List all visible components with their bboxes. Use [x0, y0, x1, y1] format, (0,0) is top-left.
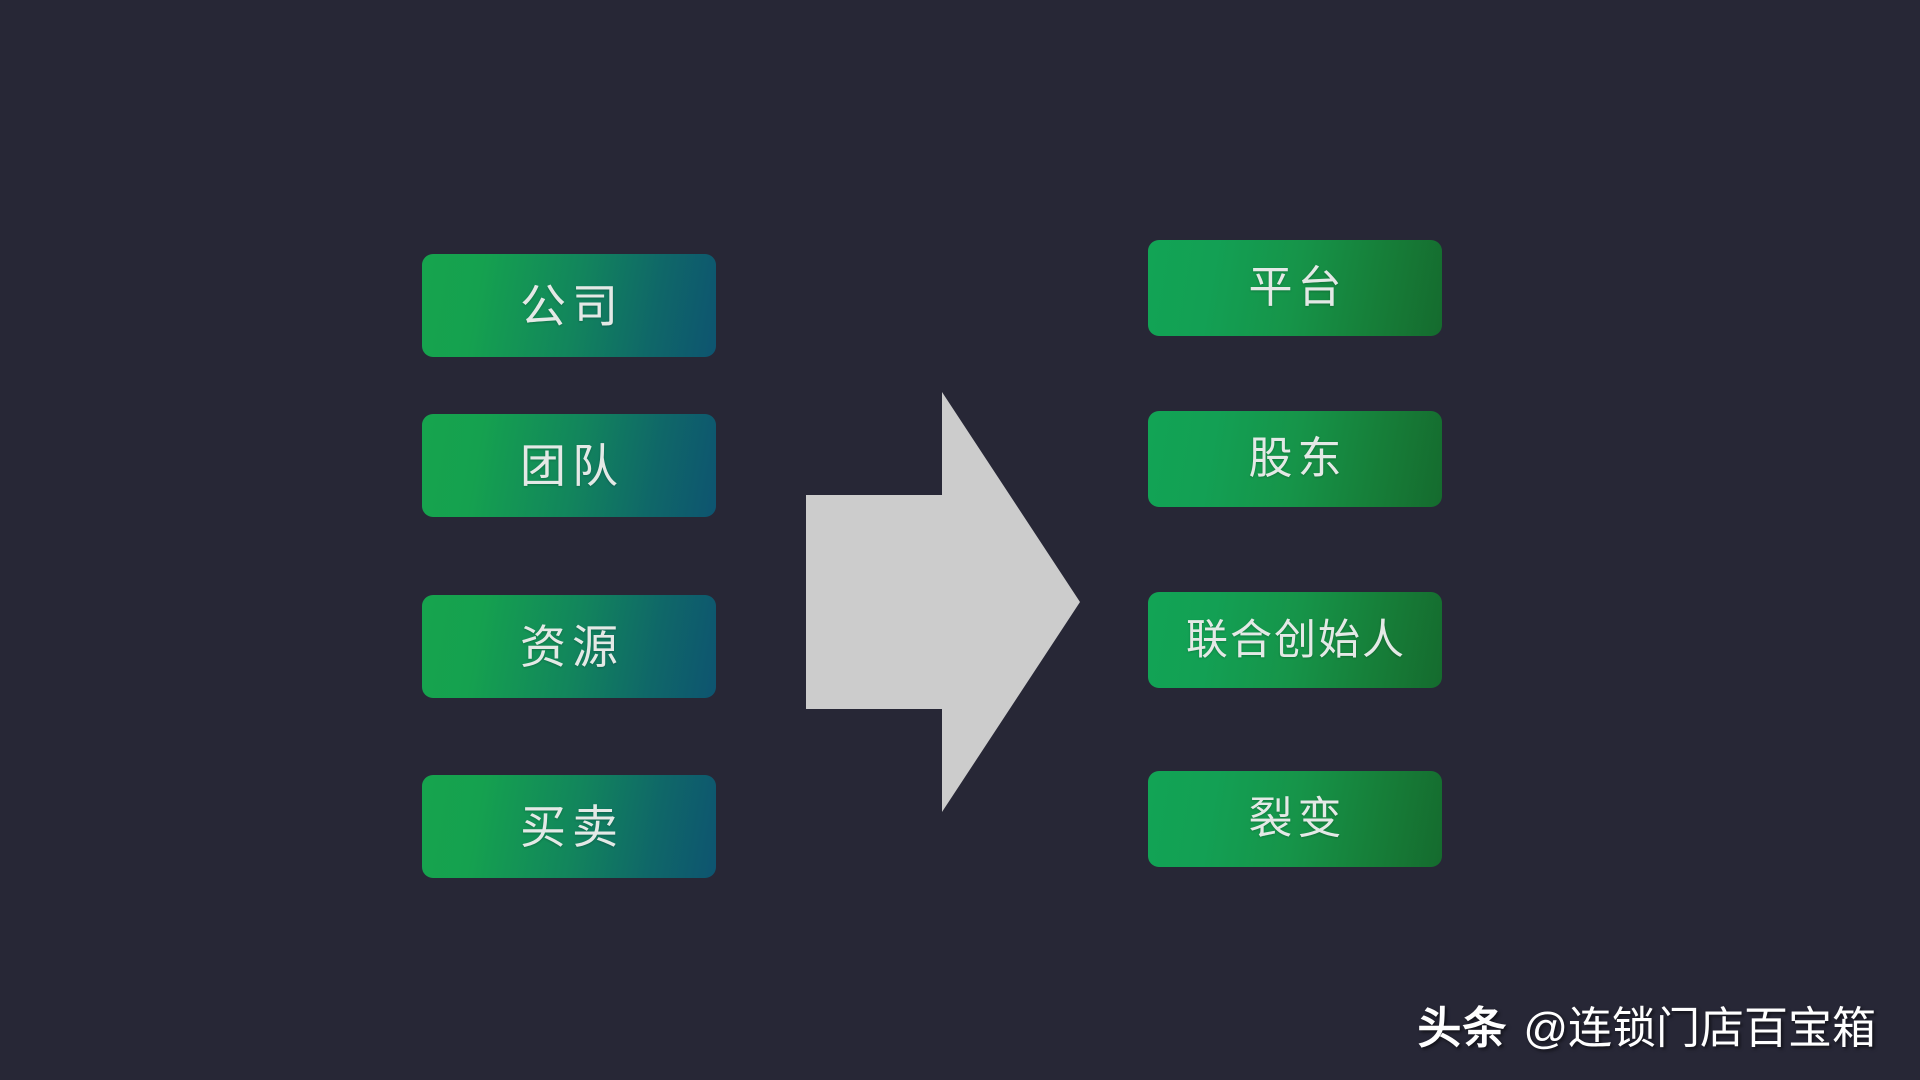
watermark-handle: @连锁门店百宝箱 [1523, 1004, 1876, 1053]
left-item-1[interactable]: 团队 [422, 414, 716, 517]
right-item-3[interactable]: 裂变 [1148, 771, 1442, 867]
right-item-2[interactable]: 联合创始人 [1148, 592, 1442, 688]
watermark-brand: 头条 [1417, 1004, 1508, 1053]
left-item-3[interactable]: 买卖 [422, 775, 716, 878]
right-item-1[interactable]: 股东 [1148, 411, 1442, 507]
right-item-2-label: 联合创始人 [1185, 616, 1406, 663]
left-item-2[interactable]: 资源 [422, 595, 716, 698]
left-item-0[interactable]: 公司 [422, 254, 716, 357]
left-item-2-label: 资源 [520, 620, 624, 673]
watermark: 头条 @连锁门店百宝箱 [1417, 992, 1876, 1056]
right-item-0-label: 平台 [1248, 263, 1347, 312]
right-item-0[interactable]: 平台 [1148, 240, 1442, 336]
right-item-3-label: 裂变 [1248, 794, 1347, 843]
right-arrow-icon [806, 392, 1080, 812]
left-item-1-label: 团队 [520, 439, 624, 492]
left-item-0-label: 公司 [520, 279, 624, 332]
right-item-1-label: 股东 [1248, 434, 1347, 483]
left-item-3-label: 买卖 [520, 800, 624, 853]
